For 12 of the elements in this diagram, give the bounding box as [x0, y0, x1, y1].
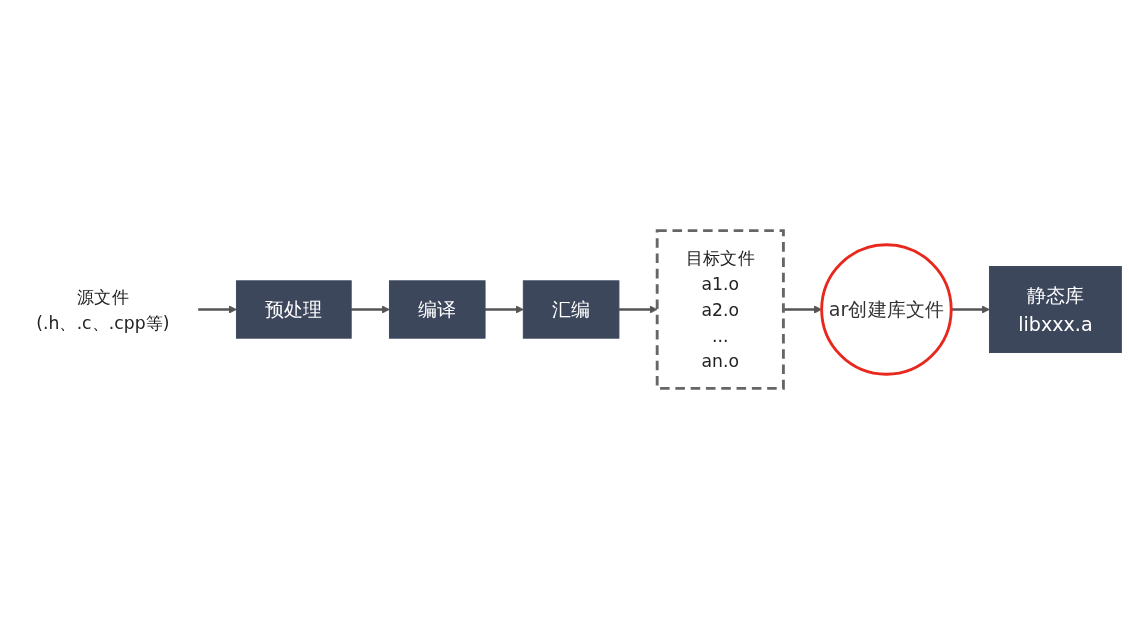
arrow: [351, 305, 390, 314]
node-box: 预处理: [235, 280, 352, 339]
node-box: 静态库 libxxx.a: [988, 266, 1122, 353]
arrow: [618, 305, 658, 314]
node-text: 源文件 (.h、.c、.cpp等): [36, 286, 170, 333]
arrow: [198, 305, 237, 314]
arrow: [951, 305, 990, 314]
arrow: [485, 305, 524, 314]
node-box: 目标文件 a1.o a2.o ... an.o: [655, 229, 785, 390]
node-circle: ar创建库文件: [820, 243, 953, 376]
node-box: 汇编: [522, 280, 620, 339]
node-box: 编译: [388, 280, 486, 339]
